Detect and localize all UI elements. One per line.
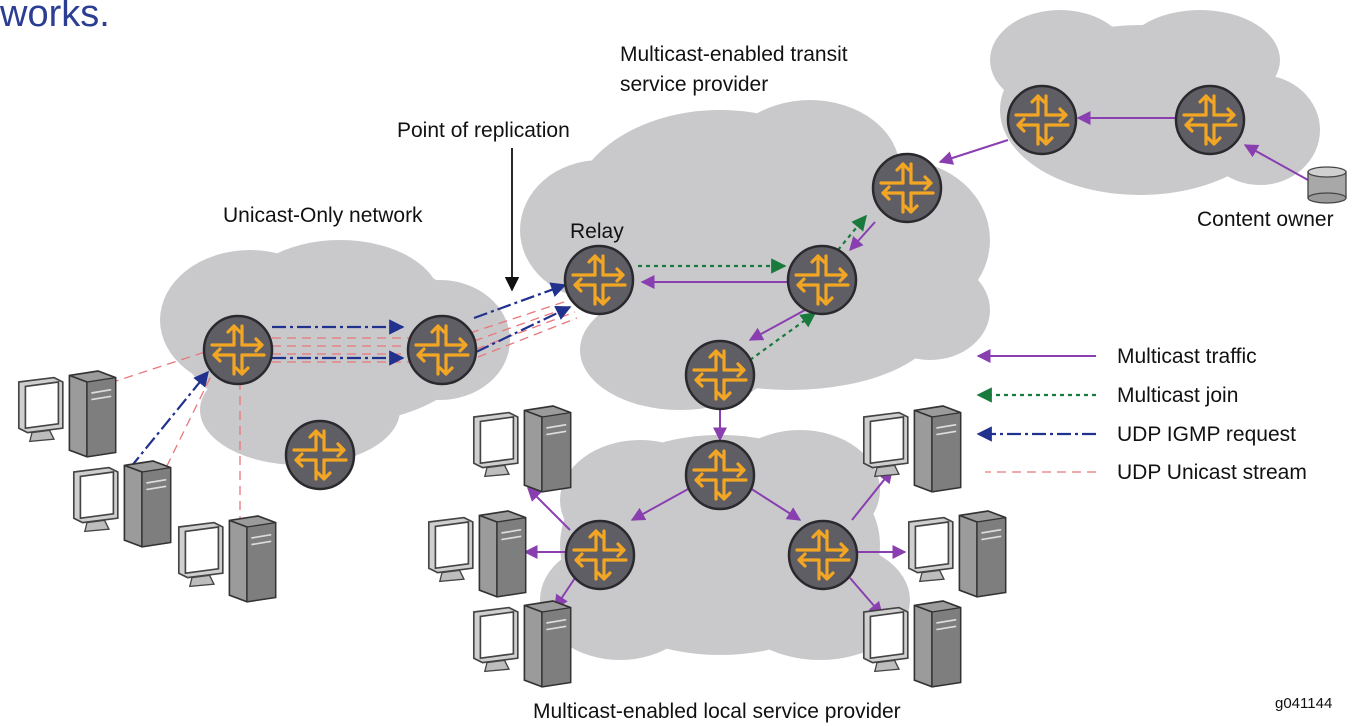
computer-icon: [472, 405, 572, 493]
database-icon: [1307, 166, 1347, 204]
content-owner-label: Content owner: [1197, 208, 1334, 231]
computer-icon: [17, 370, 117, 458]
multicast-traffic-lines: [523, 111, 1309, 617]
router-icon: [1174, 84, 1246, 156]
legend-item-udp-igmp: UDP IGMP request: [976, 423, 1296, 446]
local-provider-label: Multicast-enabled local service provider: [533, 700, 901, 723]
router-icon: [786, 244, 858, 316]
router-icon: [202, 314, 274, 386]
computer-icon: [72, 460, 172, 548]
legend-label: UDP Unicast stream: [1117, 461, 1307, 484]
legend-item-multicast-join: Multicast join: [976, 384, 1238, 407]
cloud-shape: [160, 10, 1320, 660]
router-icon: [1006, 84, 1078, 156]
legend-label: Multicast join: [1117, 384, 1238, 407]
unicast-network-label: Unicast-Only network: [223, 204, 423, 227]
computer-icon: [907, 510, 1007, 598]
udp-igmp-lines: [129, 282, 572, 469]
udp-unicast-lines: [109, 299, 578, 540]
relay-label: Relay: [570, 220, 624, 243]
legend: Multicast traffic Multicast join UDP IGM…: [976, 345, 1307, 484]
router-icon: [284, 419, 356, 491]
legend-label: UDP IGMP request: [1117, 423, 1296, 446]
router-icon: [684, 439, 756, 511]
transit-provider-label-line1: Multicast-enabled transit: [620, 43, 848, 66]
router-icon: [787, 519, 859, 591]
router-icon: [871, 152, 943, 224]
transit-provider-label-line2: service provider: [620, 73, 768, 96]
page-heading-fragment: works.: [0, 0, 110, 35]
legend-item-udp-unicast: UDP Unicast stream: [985, 461, 1307, 484]
point-of-replication-label: Point of replication: [397, 119, 570, 142]
router-icon: [564, 519, 636, 591]
router-icon: [684, 339, 756, 411]
computer-icon: [862, 600, 962, 688]
computer-icon: [177, 515, 277, 603]
legend-label: Multicast traffic: [1117, 345, 1257, 368]
router-icon: [563, 244, 635, 316]
router-icon: [406, 314, 478, 386]
multicast-join-lines: [638, 214, 867, 361]
figure-id-label: g041144: [1275, 695, 1332, 712]
computer-icon: [427, 510, 527, 598]
computer-icon: [472, 600, 572, 688]
legend-item-multicast-traffic: Multicast traffic: [976, 345, 1257, 368]
